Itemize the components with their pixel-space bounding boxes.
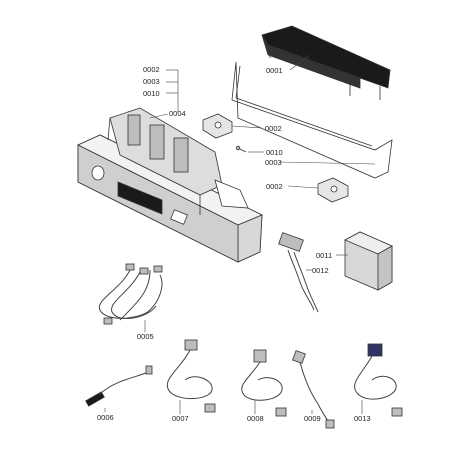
part-0002-clip-upper [202,113,233,139]
callout-0012: 0012 [312,266,329,275]
main-housing-assembly [77,107,263,263]
part-0005-wire-bundle [98,263,163,325]
callout-0007: 0007 [172,414,189,423]
callout-0002-mid: 0002 [265,124,282,133]
part-0006-probe-sensor [85,365,153,407]
callout-0002-top: 0002 [143,65,160,74]
callout-0013: 0013 [354,414,371,423]
callout-0003-mid: 0003 [265,158,282,167]
callout-0001: 0001 [266,66,283,75]
callout-0006: 0006 [97,413,114,422]
callout-0011: 0011 [316,251,332,260]
callout-0010-mid: 0010 [266,148,283,157]
callout-0002-low: 0002 [266,182,283,191]
callout-0010-top: 0010 [143,89,160,98]
part-0012-connector-harness [278,232,319,313]
part-0013-cable [354,343,403,417]
callout-0004: 0004 [169,109,186,118]
part-0002-clip-lower [317,177,349,203]
part-0010-screw [235,145,247,153]
part-0009-cable [292,350,335,429]
part-0007-cable [167,339,216,413]
part-0001-cover-plate [261,25,391,100]
callout-0008: 0008 [247,414,264,423]
callout-0003-top: 0003 [143,77,160,86]
callout-0009: 0009 [304,414,321,423]
leader-lines [104,54,376,414]
callout-0005: 0005 [137,332,154,341]
part-0008-cable [241,349,287,417]
callout-labels: 0001 0002 0003 0010 0004 0002 0010 0003 … [97,65,371,423]
part-0011-control-module [344,231,393,291]
